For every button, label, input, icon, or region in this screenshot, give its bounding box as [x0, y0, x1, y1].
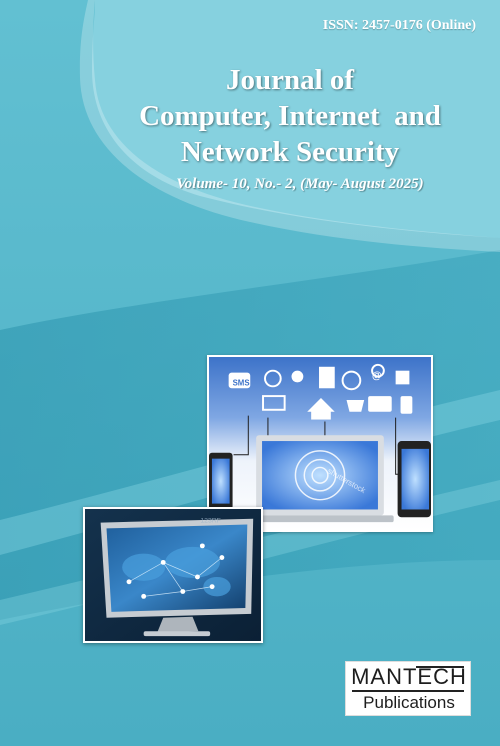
title-line-2: Computer, Internet and [139, 100, 441, 132]
world-network-monitor-image: 123RF [83, 507, 263, 643]
volume-issue-label: Volume- 10, No.- 2, (May- August 2025) [176, 176, 424, 192]
logo-rule-top [416, 666, 464, 668]
logo-name-top: MANTECH [351, 664, 467, 689]
sms-icon-label: SMS [233, 378, 250, 387]
logo-rule-middle [352, 690, 464, 692]
123rf-watermark: 123RF [200, 518, 220, 525]
at-icon-label: @ [372, 371, 382, 382]
tech-icons [228, 363, 413, 420]
title-line-1: Journal of [225, 64, 355, 96]
issn-label: ISSN: 2457-0176 (Online) [322, 18, 476, 33]
network-devices-image: SMS @ shutterstock [207, 355, 433, 532]
title-line-3: Network Security [180, 136, 400, 168]
mantech-publications-logo: MANTECH Publications [345, 661, 471, 716]
journal-title: Journal of Computer, Internet and Networ… [100, 62, 480, 170]
logo-name-bottom: Publications [363, 693, 455, 712]
